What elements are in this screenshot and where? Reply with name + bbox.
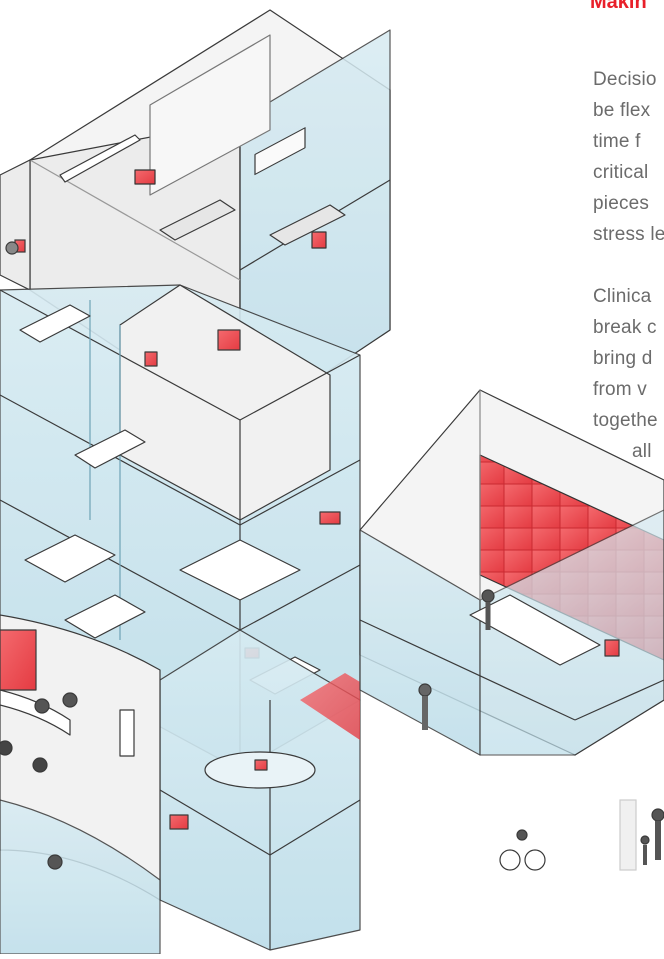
paragraph-2-line: all bbox=[632, 441, 652, 462]
paragraph-1-line: be flex bbox=[593, 100, 651, 121]
paragraph-2-line: Clinica bbox=[593, 286, 652, 307]
paragraph-1-line: Decisio bbox=[593, 69, 657, 90]
street-figures bbox=[499, 799, 664, 871]
section-heading: Makin bbox=[590, 0, 647, 13]
command-center bbox=[359, 389, 664, 756]
paragraph-1-line: critical bbox=[593, 162, 649, 183]
left-room-fragment bbox=[0, 159, 31, 291]
paragraph-1-line: pieces bbox=[593, 193, 650, 214]
lower-tower bbox=[159, 629, 361, 951]
lobby bbox=[0, 614, 161, 955]
paragraph-2-line: bring d bbox=[593, 348, 653, 369]
paragraph-1-line: stress le bbox=[593, 224, 664, 245]
paragraph-2-line: from v bbox=[593, 379, 647, 400]
paragraph-1-line: time f bbox=[593, 131, 641, 152]
paragraph-2-line: togethe bbox=[593, 410, 658, 431]
paragraph-2-line: break c bbox=[593, 317, 657, 338]
